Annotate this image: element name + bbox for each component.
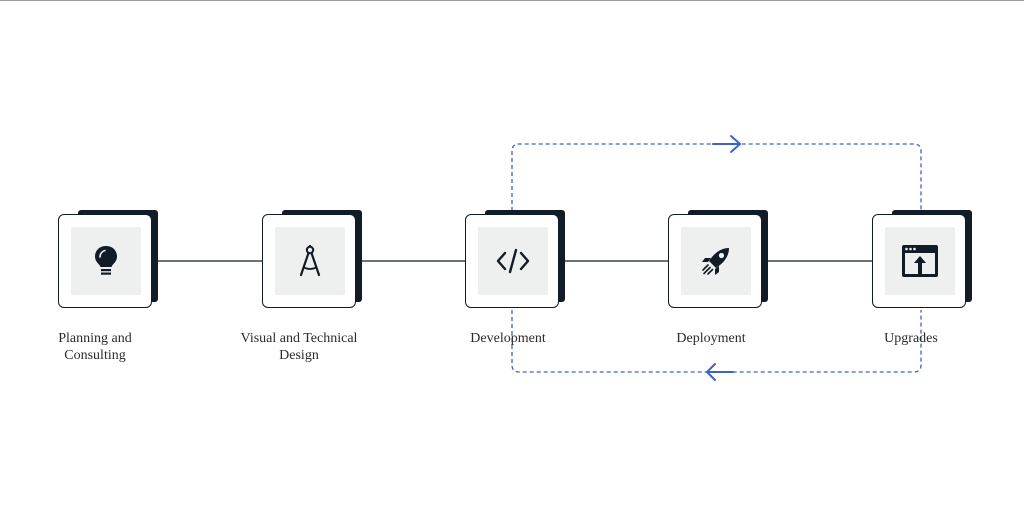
- browser-upload-icon: [902, 245, 938, 277]
- step-development: [465, 210, 575, 324]
- loop-arrow-right-icon: [712, 135, 741, 153]
- step-card: [465, 214, 559, 308]
- step-card: [872, 214, 966, 308]
- step-upgrades: [872, 210, 982, 324]
- step-planning: [58, 210, 168, 324]
- step-card: [668, 214, 762, 308]
- loop-top-path: [511, 143, 922, 211]
- rocket-icon: [702, 248, 729, 275]
- step-deployment: [668, 210, 778, 324]
- step-label-development: Development: [470, 331, 546, 346]
- step-label-deployment: Deployment: [676, 331, 746, 346]
- step-card: [58, 214, 152, 308]
- step-design: [262, 210, 372, 324]
- loop-arrow-left-icon: [706, 363, 734, 381]
- lightbulb-icon: [95, 246, 117, 275]
- loop-bottom-path: [511, 310, 922, 373]
- code-icon: [496, 248, 530, 274]
- drafting-compass-icon: [299, 245, 321, 277]
- step-card: [262, 214, 356, 308]
- top-divider: [0, 0, 1024, 1]
- step-label-design: Visual and Technical Design: [240, 331, 358, 363]
- step-label-planning: Planning and Consulting: [58, 331, 132, 363]
- step-label-upgrades: Upgrades: [884, 331, 938, 346]
